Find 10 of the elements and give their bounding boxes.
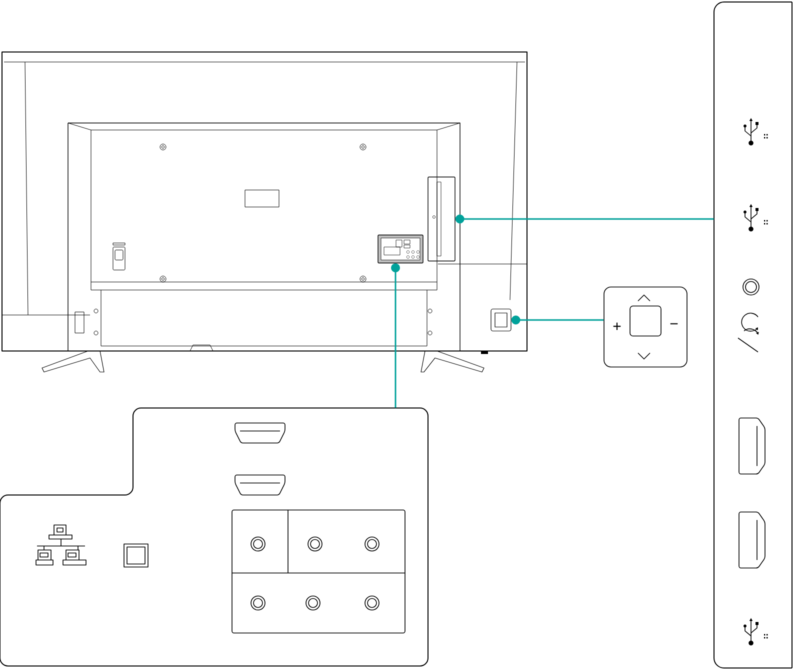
side-port-panel xyxy=(428,176,456,262)
rear-panel-drawing xyxy=(0,408,428,666)
leader-line xyxy=(455,214,714,224)
leader-line xyxy=(511,316,604,324)
control-pad: + − xyxy=(604,286,688,368)
rear-port-panel xyxy=(378,234,424,264)
control-button xyxy=(490,308,512,332)
leader-line xyxy=(391,263,400,408)
tv-back-drawing xyxy=(2,52,528,372)
side-panel-drawing xyxy=(714,2,792,668)
